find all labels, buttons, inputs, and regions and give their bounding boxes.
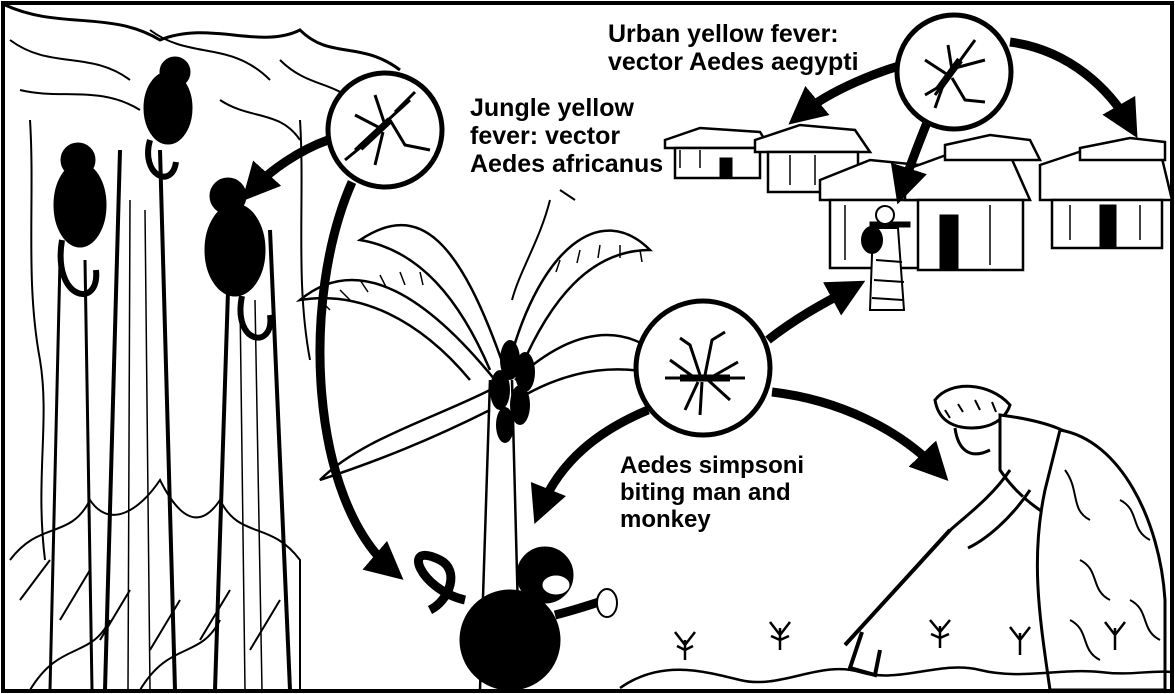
- simpsoni-label-line-1: Aedes simpsoni: [620, 453, 804, 480]
- urban-label-line-1: Urban yellow fever:: [608, 20, 859, 48]
- aedes-simpsoni-label: Aedes simpsoni biting man and monkey: [620, 453, 804, 534]
- jungle-label-line-3: Aedes africanus: [470, 150, 663, 178]
- urban-label-line-2: vector Aedes aegypti: [608, 48, 859, 76]
- jungle-label-line-1: Jungle yellow: [470, 94, 663, 122]
- jungle-yellow-fever-label: Jungle yellow fever: vector Aedes africa…: [470, 94, 663, 178]
- jungle-label-line-2: fever: vector: [470, 122, 663, 150]
- jungle-mosquito-circle: [328, 73, 442, 187]
- simpsoni-mosquito-circle: [636, 301, 770, 435]
- urban-mosquito-circle: [897, 15, 1011, 129]
- simpsoni-label-line-3: monkey: [620, 507, 804, 534]
- simpsoni-label-line-2: biting man and: [620, 480, 804, 507]
- urban-yellow-fever-label: Urban yellow fever: vector Aedes aegypti: [608, 20, 859, 76]
